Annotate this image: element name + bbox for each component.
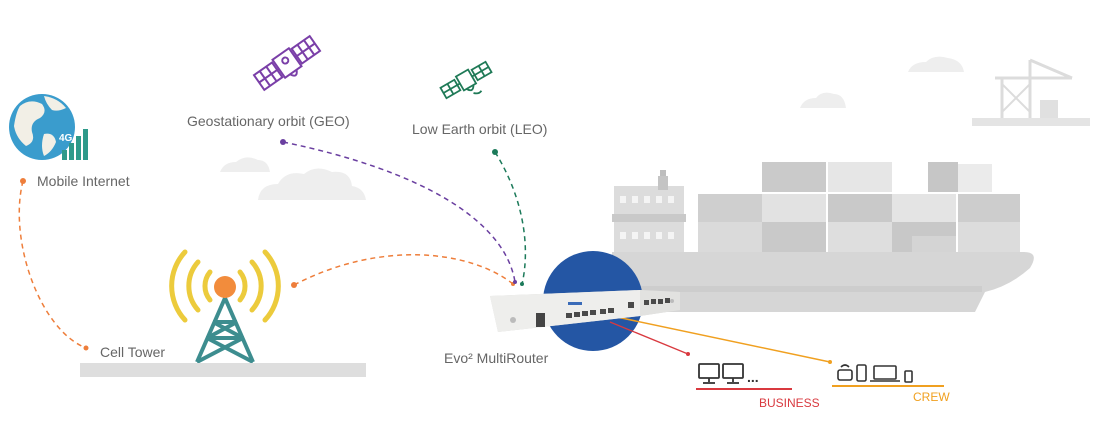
mobile-devices-icon: [837, 364, 913, 383]
cell-tower-icon: [169, 249, 281, 364]
geo-link: [282, 141, 516, 283]
cloud: [258, 168, 366, 200]
leo-satellite-icon: [439, 60, 493, 100]
business-device-ellipsis: ...: [747, 369, 759, 385]
crew-link: [611, 315, 831, 363]
router-label: Evo² MultiRouter: [444, 350, 549, 366]
ship-hull: [612, 252, 1034, 312]
business-link: [609, 321, 689, 355]
leo-link: [494, 151, 527, 285]
mobile-internet-label: Mobile Internet: [37, 173, 130, 189]
ground-strip: [80, 363, 366, 377]
mobile-internet-link: [18, 180, 87, 349]
cloud: [908, 56, 964, 72]
cloud: [220, 157, 270, 172]
geo-label: Geostationary orbit (GEO): [187, 113, 350, 129]
cell-tower-link: [293, 254, 514, 286]
cloud: [800, 92, 846, 108]
port-crane-icon: [972, 58, 1090, 126]
container-ship-icon: [612, 162, 1034, 312]
leo-label: Low Earth orbit (LEO): [412, 121, 547, 137]
globe-4g-icon: 4G: [9, 94, 88, 160]
connection-lines: [18, 141, 527, 349]
background-clouds: [220, 56, 964, 200]
geo-satellite-icon: [252, 34, 322, 92]
connection-endpoints: [20, 139, 524, 351]
business-label: BUSINESS: [759, 396, 820, 410]
router-device-icon: [490, 290, 680, 332]
cell-tower-label: Cell Tower: [100, 344, 165, 360]
ship-containers: [698, 162, 1020, 252]
signal-waves: [169, 249, 281, 323]
crew-label: CREW: [913, 390, 950, 404]
ship-deck-line: [612, 286, 982, 292]
desktop-computer-icon: [698, 363, 744, 384]
network-4g-label: 4G: [59, 133, 73, 144]
